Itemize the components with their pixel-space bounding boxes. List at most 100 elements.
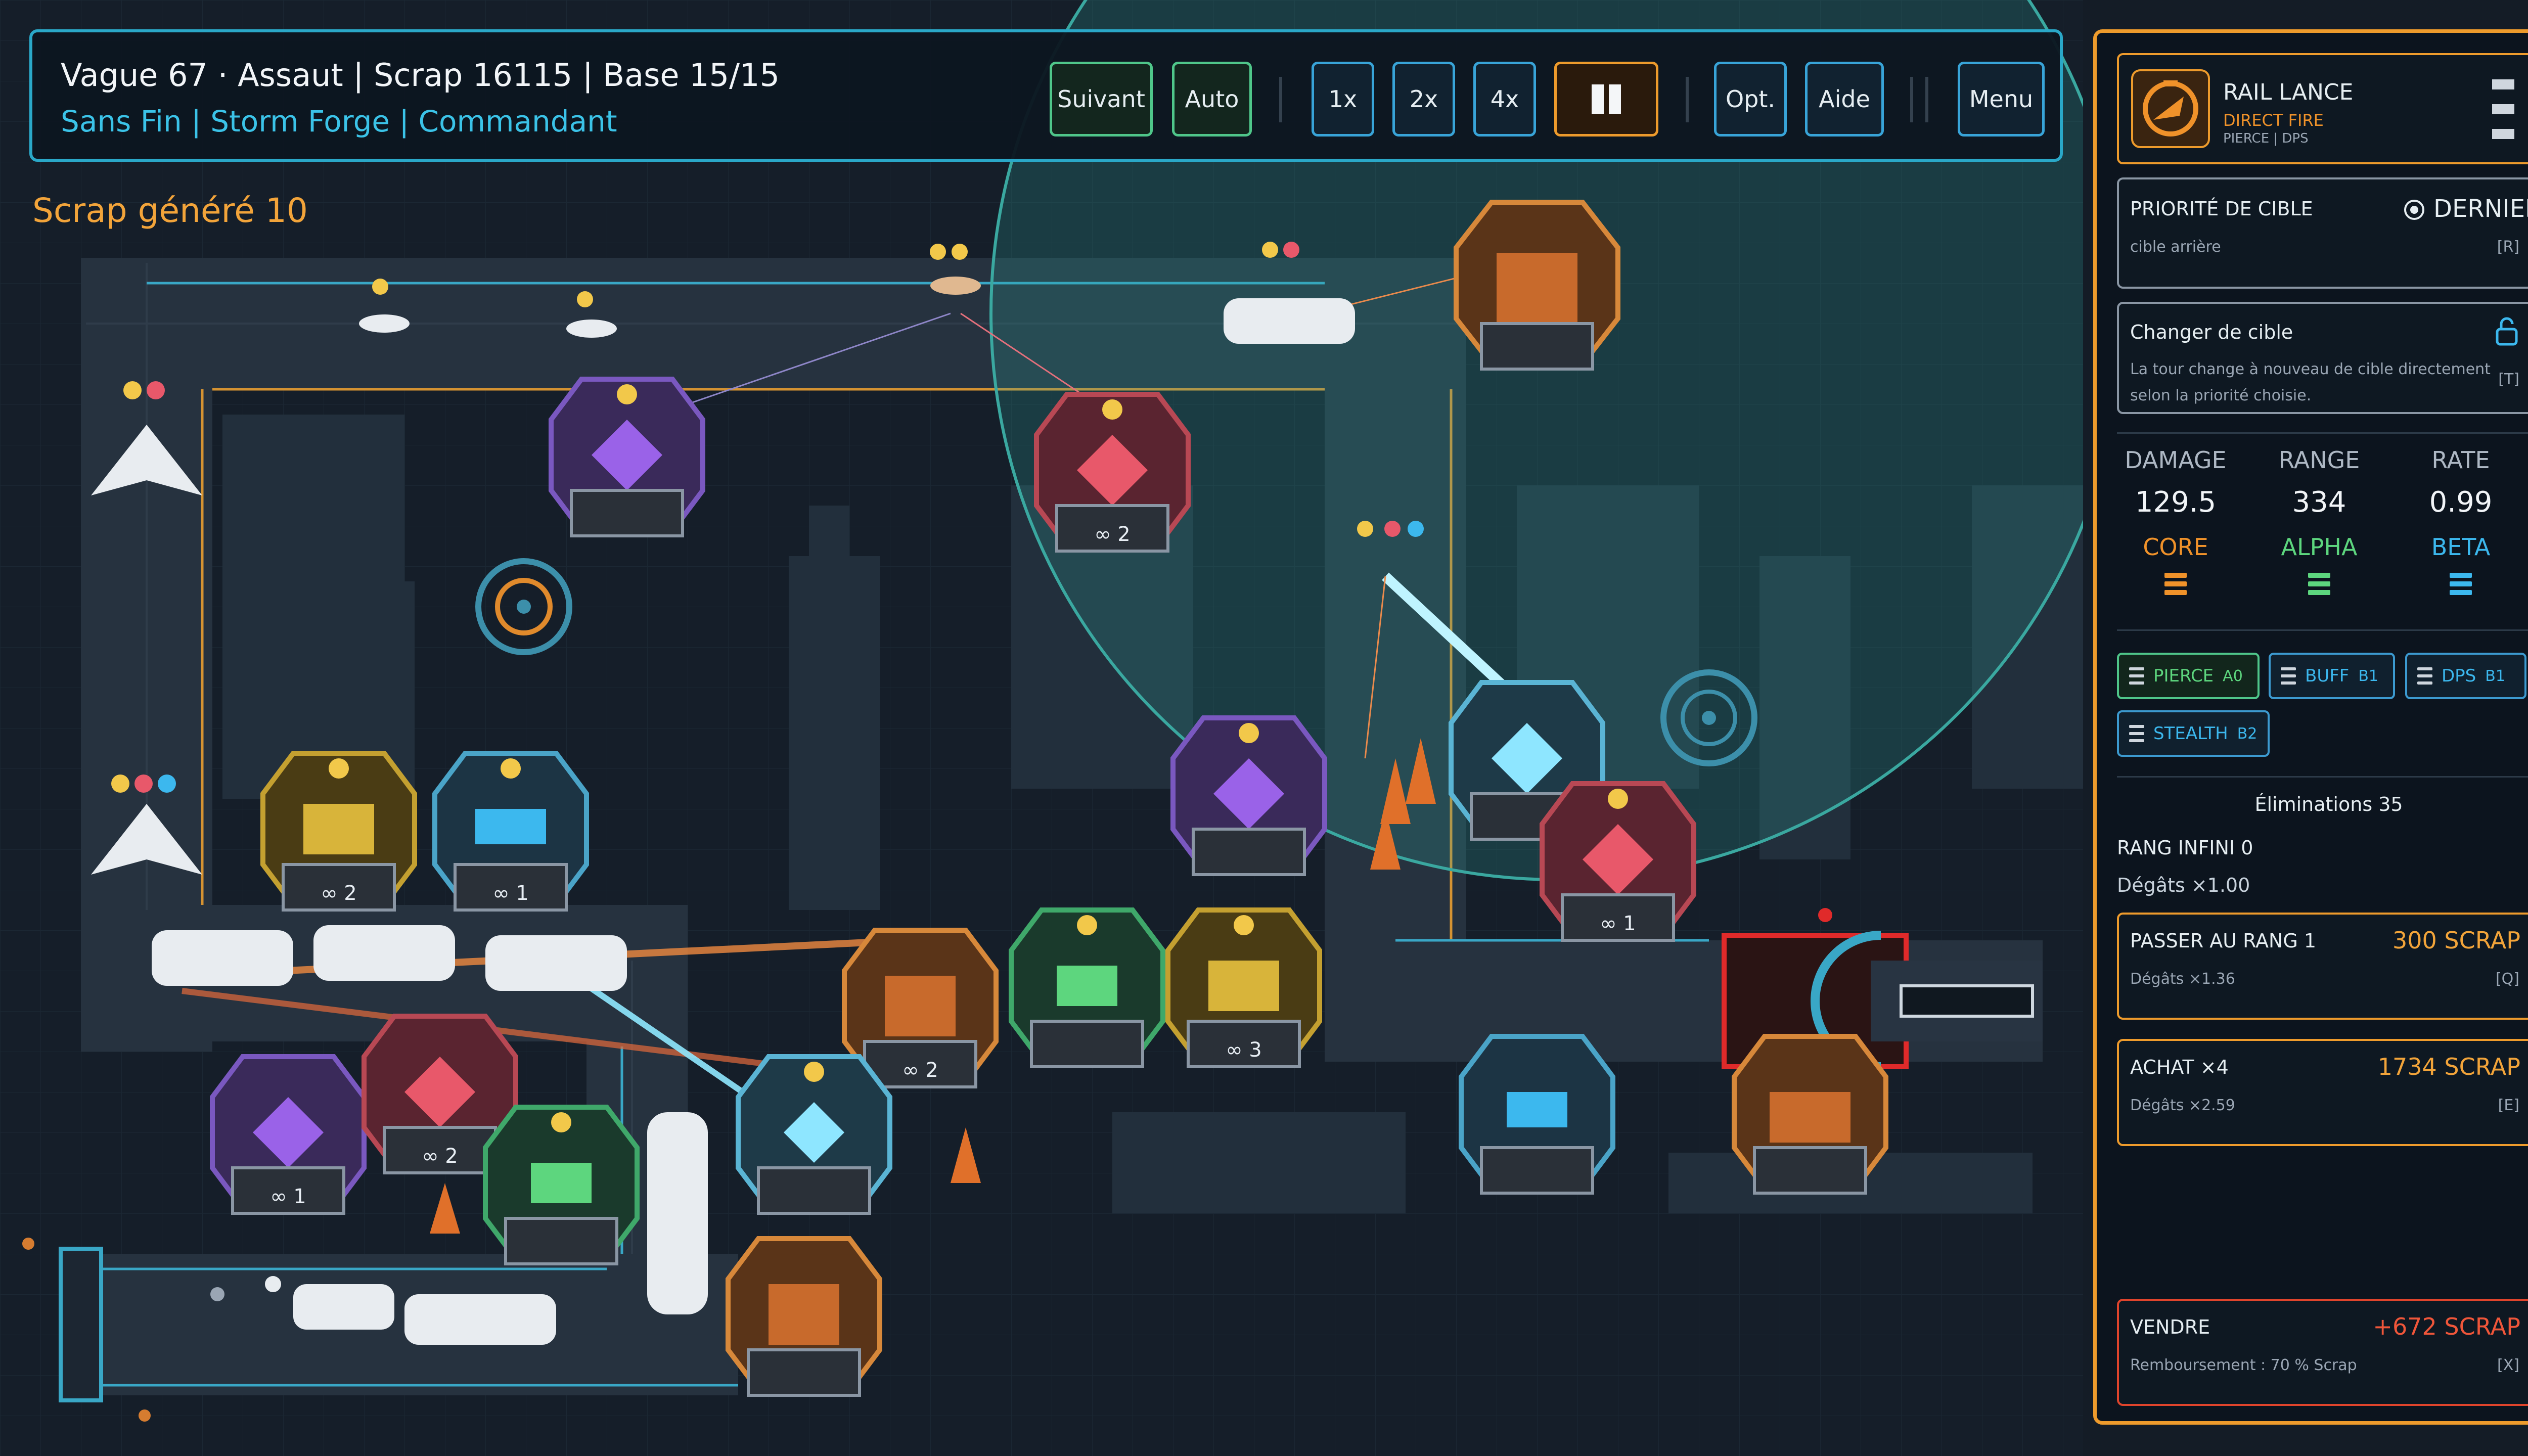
tower-level-label: ∞ 1 — [270, 1185, 306, 1208]
target-priority-card[interactable]: PRIORITÉ DE CIBLE DERNIER cible arrière … — [2117, 177, 2528, 289]
tower-emerald[interactable] — [483, 1105, 640, 1265]
reticle-icon — [475, 558, 1757, 766]
rank-up-label: PASSER AU RANG 1 — [2130, 930, 2317, 952]
tower-cannon[interactable]: ∞ 1 — [432, 751, 589, 912]
tower-level-label: ∞ 2 — [902, 1059, 938, 1082]
tag-buff[interactable]: BUFF B1 — [2269, 653, 2395, 699]
sell-key: [X] — [2497, 1356, 2519, 1374]
rank-up-price: 300 SCRAP — [2392, 927, 2520, 954]
core-branch-label: CORE — [2143, 533, 2208, 561]
tower-level-label: ∞ 2 — [422, 1145, 458, 1168]
unlock-icon — [2496, 317, 2518, 346]
menu-button[interactable]: Menu — [1958, 62, 2045, 136]
menu-bars-icon[interactable] — [2492, 79, 2514, 139]
damage-value: 129.5 — [2135, 486, 2217, 519]
tag-icon — [2281, 667, 2296, 685]
map-canvas[interactable]: ∞ 2 ∞ 1 — [0, 0, 2083, 1456]
tower-amethyst[interactable] — [1170, 715, 1327, 876]
tower-cannon[interactable] — [1459, 1034, 1615, 1195]
tag-icon — [2129, 725, 2144, 742]
tower-type: DIRECT FIRE — [2223, 111, 2324, 130]
rank-up-key: [Q] — [2495, 970, 2519, 988]
target-priority-desc: cible arrière — [2130, 238, 2221, 256]
tag-level: B1 — [2358, 667, 2378, 685]
tower-amethyst[interactable] — [549, 377, 705, 537]
sell-button[interactable]: VENDRE +672 SCRAP Remboursement : 70 % S… — [2117, 1299, 2528, 1406]
target-priority-value: DERNIER — [2433, 195, 2528, 223]
beta-level-icon — [2450, 573, 2472, 600]
left-gate — [22, 1238, 151, 1422]
beta-branch-label: BETA — [2431, 533, 2491, 561]
separator — [1279, 77, 1282, 122]
speed-1x-button[interactable]: 1x — [1312, 62, 1374, 136]
tower-tags: PIERCE | DPS — [2223, 131, 2309, 146]
rank-up-button[interactable]: PASSER AU RANG 1 300 SCRAP Dégâts ×1.36 … — [2117, 913, 2528, 1020]
tower-ruby[interactable]: ∞ 1 — [1540, 781, 1696, 942]
tower-amethyst[interactable]: ∞ 1 — [210, 1054, 367, 1215]
change-target-card[interactable]: Changer de cible La tour change à nouvea… — [2117, 302, 2528, 414]
fire-hazard — [430, 738, 1436, 1234]
tag-icon — [2129, 667, 2144, 685]
change-target-desc: La tour change à nouveau de cible direct… — [2130, 360, 2491, 378]
divider — [2117, 629, 2528, 631]
tower-level-label: ∞ 2 — [1094, 523, 1130, 546]
pause-icon — [1592, 84, 1621, 114]
enemy-path — [81, 258, 2043, 1395]
sell-price: +672 SCRAP — [2373, 1313, 2520, 1340]
tag-name: BUFF — [2305, 666, 2350, 686]
towers[interactable]: ∞ 2 ∞ 1 — [210, 200, 1888, 1397]
damage-label: DAMAGE — [2125, 446, 2227, 474]
enemies — [91, 277, 1355, 1345]
tower-frost[interactable] — [736, 1054, 892, 1215]
tower-header: RAIL LANCE DIRECT FIRE PIERCE | DPS — [2117, 53, 2528, 164]
tag-level: A0 — [2223, 667, 2243, 685]
tower-rail-lance-selected[interactable] — [1454, 200, 1620, 371]
tag-name: DPS — [2442, 666, 2476, 686]
wave-status: Vague 67 · Assaut | Scrap 16115 | Base 1… — [61, 57, 780, 94]
divider — [2117, 776, 2528, 778]
rank-up-desc: Dégâts ×1.36 — [2130, 970, 2235, 988]
buy-button[interactable]: ACHAT ×4 1734 SCRAP Dégâts ×2.59 [E] — [2117, 1039, 2528, 1146]
tag-name: STEALTH — [2153, 723, 2228, 744]
tag-level: B1 — [2485, 667, 2505, 685]
tower-topaz[interactable]: ∞ 3 — [1165, 907, 1322, 1068]
tower-level-label: ∞ 2 — [321, 882, 356, 905]
buy-label: ACHAT ×4 — [2130, 1056, 2229, 1078]
game-map[interactable]: ∞ 2 ∞ 1 — [0, 0, 2083, 1456]
range-label: RANGE — [2278, 446, 2360, 474]
tag-stealth[interactable]: STEALTH B2 — [2117, 710, 2270, 757]
pause-button[interactable] — [1554, 62, 1658, 136]
divider — [2117, 432, 2528, 434]
tower-level-label: ∞ 1 — [492, 882, 528, 905]
sell-desc: Remboursement : 70 % Scrap — [2130, 1356, 2357, 1374]
tower-level-label: ∞ 3 — [1226, 1038, 1261, 1062]
auto-wave-button[interactable]: Auto — [1172, 62, 1252, 136]
speed-4x-button[interactable]: 4x — [1473, 62, 1536, 136]
speed-2x-button[interactable]: 2x — [1392, 62, 1455, 136]
scrap-generated-label: Scrap généré 10 — [32, 191, 308, 230]
tower-ruby[interactable]: ∞ 2 — [1034, 392, 1191, 553]
tower-portrait — [2131, 69, 2210, 148]
tower-topaz[interactable]: ∞ 2 — [260, 751, 417, 912]
tower-rail[interactable] — [726, 1236, 882, 1397]
tower-rail[interactable] — [1732, 1034, 1888, 1195]
alpha-branch-label: ALPHA — [2281, 533, 2358, 561]
tower-info-panel: RAIL LANCE DIRECT FIRE PIERCE | DPS PRIO… — [2093, 29, 2528, 1425]
next-wave-button[interactable]: Suivant — [1050, 62, 1153, 136]
help-button[interactable]: Aide — [1805, 62, 1884, 136]
rate-label: RATE — [2431, 446, 2490, 474]
options-button[interactable]: Opt. — [1714, 62, 1787, 136]
damage-multiplier: Dégâts ×1.00 — [2117, 874, 2250, 896]
rail-lance-icon — [2143, 80, 2198, 136]
tag-dps[interactable]: DPS B1 — [2405, 653, 2526, 699]
target-priority-key: [R] — [2497, 238, 2519, 256]
separator — [1925, 77, 1928, 122]
tag-pierce[interactable]: PIERCE A0 — [2117, 653, 2260, 699]
buy-key: [E] — [2498, 1097, 2519, 1114]
change-target-desc-2: selon la priorité choisie. — [2130, 387, 2312, 404]
sell-label: VENDRE — [2130, 1316, 2210, 1338]
buy-desc: Dégâts ×2.59 — [2130, 1097, 2235, 1114]
rate-value: 0.99 — [2429, 486, 2493, 519]
target-priority-label: PRIORITÉ DE CIBLE — [2130, 198, 2313, 220]
tower-emerald[interactable] — [1009, 907, 1165, 1068]
